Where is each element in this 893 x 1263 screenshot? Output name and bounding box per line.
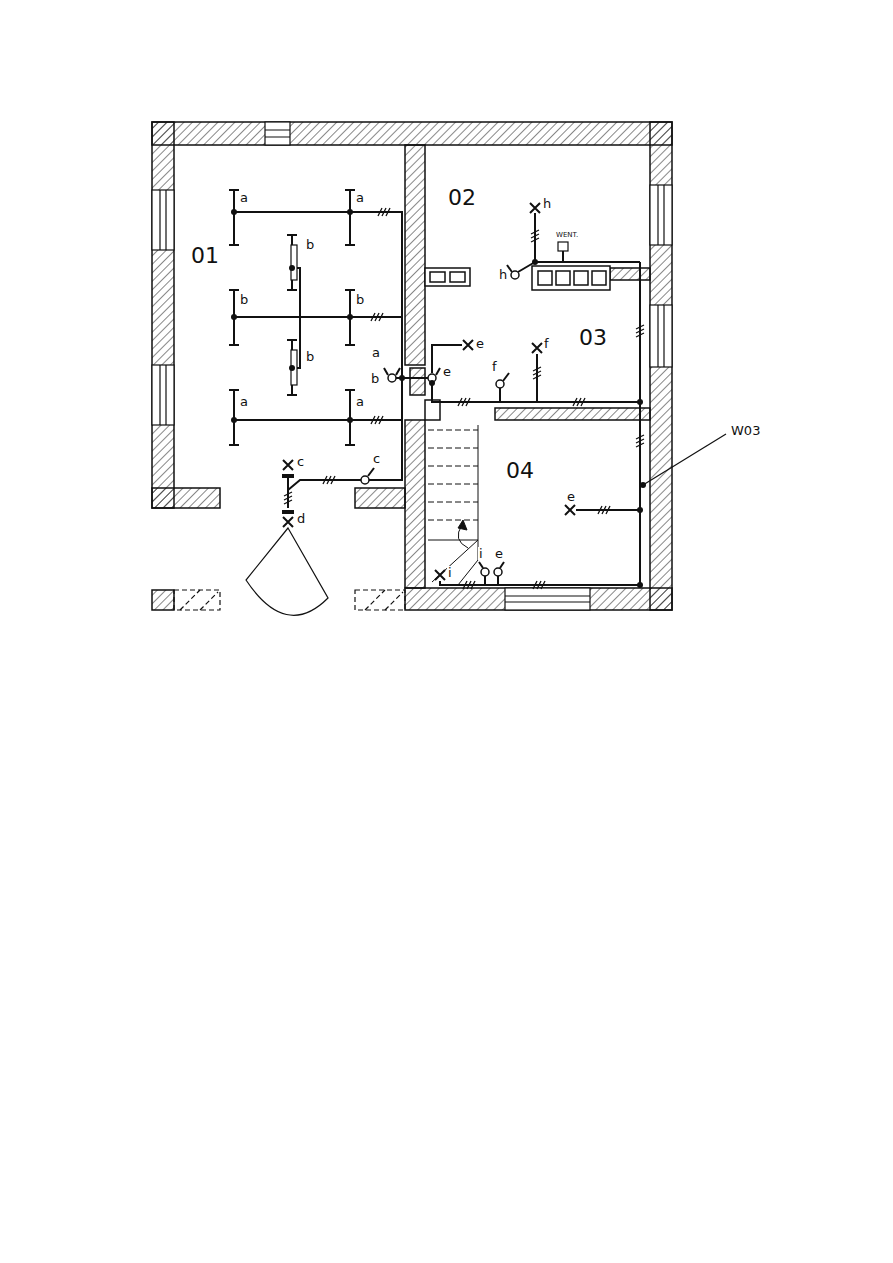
lamp-point [283,517,293,527]
wall-bracket [282,510,294,514]
junction-dot [637,399,643,405]
junction-dot [637,507,643,513]
lamp-symbol [345,290,355,345]
lamp-point [532,343,542,353]
circuit-letter: a [371,346,381,359]
junction-dot [399,375,405,381]
lamp-symbol [229,290,239,345]
circuit-letter: c [372,452,381,465]
lamp-symbol [229,190,239,245]
walls [152,122,672,610]
lamp-beam [246,528,328,615]
room-number: 02 [447,187,477,209]
conductor-ticks [533,367,541,379]
junction-dot [637,582,643,588]
lamp-symbol [229,390,239,445]
conductor-ticks [636,435,644,447]
tube-symbol [291,245,297,280]
circuit-letter: a [355,191,365,204]
conductor-ticks [371,313,383,321]
lamp-point [283,460,293,470]
room-number: 04 [505,460,535,482]
conductor-ticks [458,398,470,406]
switch-symbol [511,271,519,279]
junction-dot [289,365,295,371]
conductor-ticks [531,230,539,242]
conductor-ticks [284,492,292,504]
wall-bracket [282,474,294,478]
circuit-letter: WENT. [555,232,579,239]
fan-box [558,242,568,251]
circuit-letter: b [305,350,315,363]
conductor-ticks [378,208,390,216]
conductor-ticks [598,506,610,514]
junction-dot [289,265,295,271]
switch-symbol [481,568,489,576]
junction-dot [347,209,353,215]
circuit-letter: a [239,191,249,204]
conductor-ticks [463,581,475,589]
junction-dot [231,314,237,320]
circuit-letter: a [355,395,365,408]
switch-symbol [496,380,504,388]
switch-symbol [494,568,502,576]
lamp-symbol [287,340,297,395]
lamp-symbol [345,390,355,445]
ducts [425,266,610,420]
room-region: 02 [425,145,650,265]
room-number: 01 [190,245,220,267]
conductor-ticks [323,476,335,484]
junction-dot [347,314,353,320]
lamp-point [565,505,575,515]
circuit-letter: e [442,365,452,378]
circuit-letter: e [475,337,485,350]
windows [152,122,672,610]
circuit-letter: h [542,197,552,210]
circuit-letter: c [296,455,305,468]
circuit-letter: b [239,293,249,306]
circuit-letter: i [447,566,453,579]
room-region: 01 [174,145,405,488]
switch-symbol [388,374,396,382]
circuit-letter: i [478,547,484,560]
callout-number: W03 [730,424,761,437]
conductor-ticks [636,325,644,337]
circuit-letter: h [498,268,508,281]
junction-dot [231,209,237,215]
circuit-letter: b [370,372,380,385]
wiring [234,212,726,585]
lamp-point [530,203,540,213]
circuit-letter: f [491,360,498,373]
lamp-symbol [345,190,355,245]
conductor-ticks [533,581,545,589]
circuit-letter: a [239,395,249,408]
circuit-letter: b [355,293,365,306]
room-region: 04 [425,420,650,588]
junction-dot [231,417,237,423]
terrace [174,590,405,610]
symbols [229,190,646,589]
circuit-letter: e [566,490,576,503]
room-region: 03 [425,290,650,408]
circuit-letter: b [305,238,315,251]
lamp-symbol [287,235,297,290]
circuit-letter: d [296,512,306,525]
junction-dot [640,482,646,488]
lamp-point [463,340,473,350]
junction-dot [347,417,353,423]
lamp-point [435,570,445,580]
stairs [428,425,478,585]
conductor-ticks [573,398,585,406]
junction-dot [429,380,435,386]
circuit-letter: f [543,337,550,350]
switch-symbol [361,476,369,484]
room-number: 03 [578,327,608,349]
junction-dot [532,259,538,265]
conductor-ticks [371,416,383,424]
circuit-letter: e [494,547,504,560]
